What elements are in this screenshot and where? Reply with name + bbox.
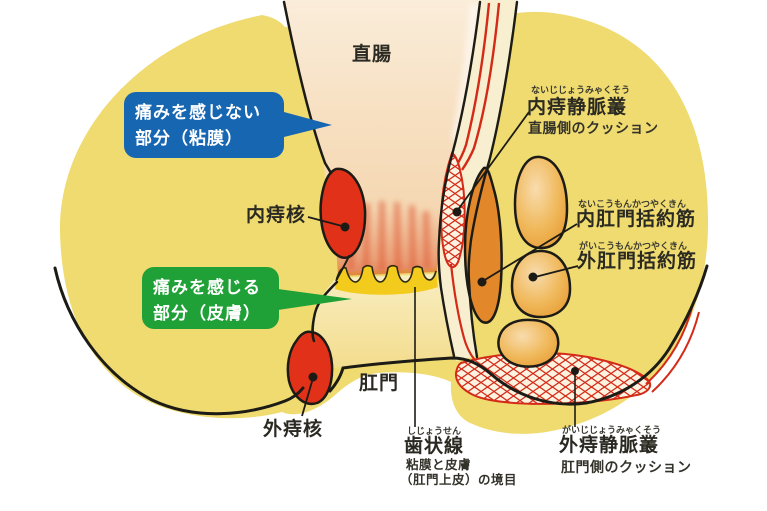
internal-hemorrhoid-shape	[319, 167, 367, 259]
internal-anal-sphincter-label: 内肛門括約筋	[576, 209, 697, 230]
internal-venous-plexus-note: 直腸側のクッション	[528, 120, 659, 136]
pain-callout-line1: 痛みを感じる	[153, 278, 261, 297]
internal-anal-sphincter-furigana: ないこうもんかつやくきん	[578, 199, 687, 209]
external-venous-plexus-label: 外痔静脈叢	[559, 435, 660, 456]
annotation-dots	[308, 207, 579, 382]
skin-outlines	[53, 264, 709, 416]
dentate-line-edge	[335, 264, 437, 283]
vessel-to-external-plexus	[449, 263, 475, 360]
no-pain-callout: 痛みを感じない 部分（粘膜）	[124, 92, 284, 158]
pain-callout: 痛みを感じる 部分（皮膚）	[142, 267, 279, 329]
external-venous-plexus-furigana: がいじじょうみゃくそう	[562, 425, 662, 435]
rectal-vessels	[453, 2, 501, 171]
dentate-line-label: 歯状線	[404, 436, 465, 457]
pain-callout-line2: 部分（皮膚）	[153, 304, 261, 324]
internal-venous-plexus-label: 内痔静脈叢	[527, 97, 628, 118]
anal-canal	[312, 274, 452, 369]
internal-anal-sphincter-shape	[463, 166, 503, 324]
internal-hemorrhoid-label: 内痔核	[246, 205, 307, 226]
internal-venous-plexus-furigana: ないじじょうみゃくそう	[531, 85, 631, 95]
annotation-connectors	[301, 111, 579, 427]
anus-label: 肛門	[359, 373, 400, 394]
dentate-line-note2: （肛門上皮）の境目	[400, 473, 518, 487]
external-anal-sphincter-furigana: がいこうもんかつやくきん	[579, 241, 688, 251]
dentate-line-furigana: しじょうせん	[407, 426, 462, 436]
external-venous-plexus-note: 肛門側のクッション	[561, 459, 692, 475]
canal-highlight	[451, 4, 478, 141]
no-pain-callout-pointer	[284, 112, 332, 137]
external-anal-sphincter-label: 外肛門括約筋	[577, 251, 698, 272]
dentate-line-note1: 粘膜と皮膚	[406, 458, 472, 472]
no-pain-callout-line2: 部分（粘膜）	[135, 129, 243, 149]
rectum-label: 直腸	[352, 44, 393, 65]
external-anal-sphincter-shape	[497, 155, 572, 368]
external-hemorrhoid-shape	[286, 330, 334, 406]
canal-wall-outlines	[282, 0, 519, 359]
external-venous-plexus-mesh	[455, 352, 651, 404]
no-pain-callout-line1: 痛みを感じない	[135, 103, 261, 122]
perianal-vessel	[645, 303, 700, 393]
external-hemorrhoid-label: 外痔核	[263, 419, 324, 440]
pain-callout-pointer	[278, 289, 352, 310]
